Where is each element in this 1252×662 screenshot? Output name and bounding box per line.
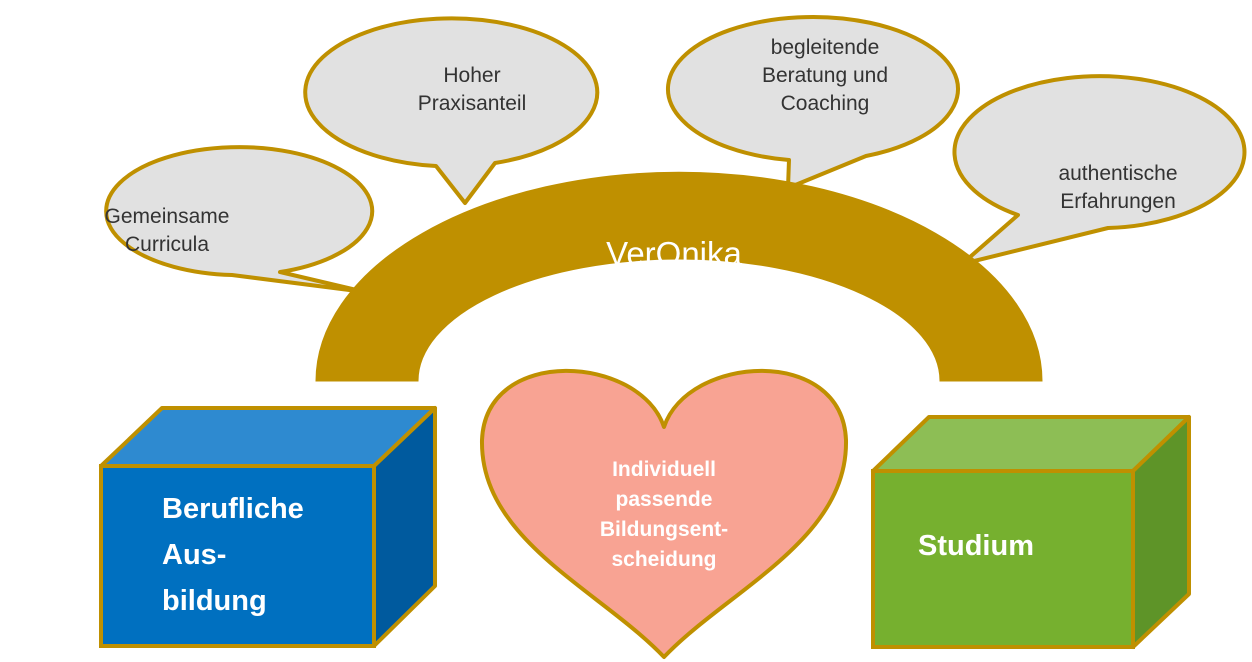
box-studium-label: Studium: [918, 530, 1034, 562]
box-ausbildung: [99, 406, 437, 648]
box-ausbildung-label: Berufliche Aus- bildung: [162, 493, 304, 617]
bubble-curricula-shape: [104, 145, 375, 294]
bubble-erfahrungen-label: authentische Erfahrungen: [1058, 162, 1178, 213]
heart-shape: [479, 368, 849, 659]
bubble-praxis: [303, 16, 600, 205]
veronika-arch: [315, 171, 1043, 382]
bubble-curricula-label: Gemeinsame Curricula: [104, 205, 230, 256]
bubble-beratung: [665, 14, 960, 190]
bubble-beratung-label: begleitende Beratung und Coaching: [761, 36, 889, 115]
bubble-praxis-label: Hoher Praxisanteil: [417, 64, 527, 115]
bubble-praxis-shape: [303, 16, 600, 205]
box-studium: [871, 415, 1191, 649]
bubble-curricula: [104, 145, 375, 294]
bubble-erfahrungen-shape: [952, 74, 1247, 266]
bubble-erfahrungen: [952, 74, 1247, 266]
heart-label: Individuell passende Bildungsent- scheid…: [599, 458, 729, 571]
box-ausbildung-front: [99, 464, 376, 648]
bubble-beratung-shape: [665, 14, 960, 190]
box-studium-front: [871, 469, 1135, 649]
veronika-label: VerOnika: [606, 235, 742, 272]
